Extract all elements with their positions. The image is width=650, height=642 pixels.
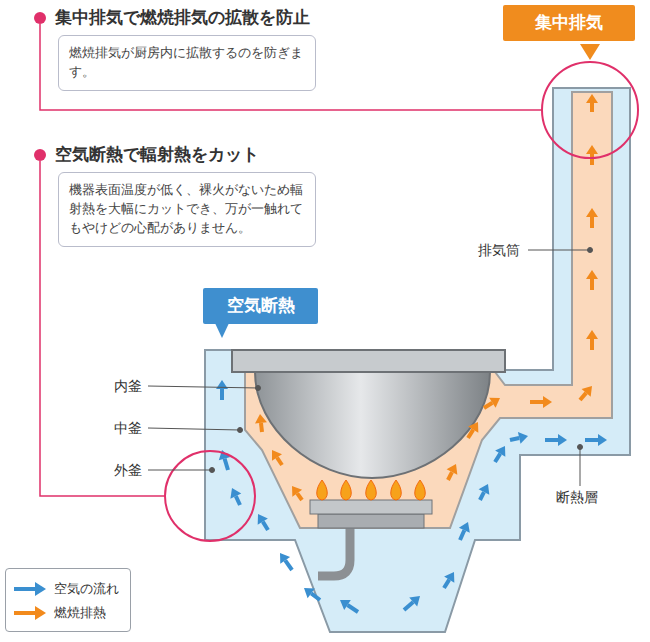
flow-arrowhead <box>479 484 490 495</box>
outer-shell <box>205 88 630 632</box>
flow-arrowhead <box>518 432 528 444</box>
legend-arrow <box>14 611 36 615</box>
flow-arrow <box>545 438 558 442</box>
flow-arrow <box>530 400 543 404</box>
gas-pipe <box>318 528 350 576</box>
flow-arrow <box>480 492 484 500</box>
flow-arrowhead <box>292 486 302 497</box>
flow-arrowhead <box>409 596 420 606</box>
flow-arrow <box>236 496 240 505</box>
flow-arrowhead <box>558 434 567 446</box>
callout-box: 空気断熱 <box>203 288 318 324</box>
flames <box>317 480 426 500</box>
flame <box>317 480 328 500</box>
callout-pointer <box>580 44 600 60</box>
flow-arrowhead <box>444 572 454 583</box>
flow-arrowhead <box>586 145 598 154</box>
flow-arrowhead <box>447 464 458 475</box>
callout-label: 集中排気 <box>503 5 635 41</box>
flow-arrow <box>261 423 262 432</box>
highlight-circle <box>542 62 638 158</box>
callout-box: 集中排気 <box>503 5 635 41</box>
flow-arrowhead <box>272 450 282 461</box>
burner-base <box>318 514 424 528</box>
flow-arrow <box>263 522 268 530</box>
flow-arrow <box>510 438 519 440</box>
flow-arrowhead <box>586 94 598 103</box>
flow-arrowhead <box>598 434 607 446</box>
highlight-circle <box>165 451 255 541</box>
feature-heading: 空気断熱で輻射熱をカット <box>38 143 316 167</box>
flow-arrow <box>225 459 228 470</box>
flow-arrowhead <box>255 414 267 424</box>
flow-arrowhead <box>230 488 241 499</box>
feature-panel: 空気断熱で輻射熱をカット機器表面温度が低く、裸火がないため輻射熱を大幅にカットで… <box>38 143 316 247</box>
flow-arrow <box>590 279 594 290</box>
flow-arrowhead <box>489 398 500 408</box>
flow-arrowhead <box>258 514 268 525</box>
flame <box>415 480 426 500</box>
flow-arrowhead <box>543 396 552 408</box>
bullet-dot <box>34 12 46 24</box>
callout-label: 空気断熱 <box>203 288 318 324</box>
flow-arrowhead <box>468 422 478 433</box>
flow-arrow <box>311 593 320 600</box>
flow-arrow <box>448 472 452 480</box>
flow-arrowhead <box>495 446 505 457</box>
flow-arrowhead <box>340 600 351 610</box>
flow-arrow <box>347 605 358 612</box>
highlight-leader <box>40 24 542 110</box>
feature-heading: 集中排気で燃焼排気の拡散を防止 <box>38 6 316 30</box>
flow-arrow <box>580 393 586 400</box>
bullet-dot <box>34 149 46 161</box>
legend-arrowhead <box>35 582 46 596</box>
flow-arrowhead <box>586 270 598 279</box>
flow-arrowhead <box>582 386 592 397</box>
legend-box: 空気の流れ燃焼排熱 <box>5 568 131 632</box>
flow-arrowhead <box>586 208 598 217</box>
flow-arrowhead <box>586 330 598 339</box>
flow-arrow <box>285 560 292 570</box>
flow-arrow <box>495 454 500 462</box>
pot-rim <box>232 350 505 372</box>
part-label: 断熱層 <box>556 488 598 506</box>
flow-arrowhead <box>280 553 290 564</box>
label-leaders <box>148 248 593 487</box>
flame <box>341 480 352 500</box>
flow-arrowhead <box>459 522 470 533</box>
inner-pot <box>255 372 490 478</box>
flow-arrow <box>590 217 594 228</box>
legend-label: 空気の流れ <box>54 580 119 598</box>
flow-arrow <box>277 457 282 465</box>
flow-arrow <box>444 580 449 588</box>
flow-arrow <box>590 154 594 165</box>
flow-arrowhead <box>304 588 315 598</box>
flow-arrow <box>404 602 413 610</box>
flow-arrow <box>590 103 594 112</box>
flow-arrow <box>460 530 464 540</box>
part-label: 排気筒 <box>478 241 520 259</box>
flow-arrow <box>585 438 598 442</box>
flow-arrow <box>297 493 302 500</box>
flow-arrow <box>468 430 473 438</box>
part-label: 外釜 <box>114 461 142 479</box>
legend-arrow <box>14 587 36 591</box>
part-label: 中釜 <box>114 419 142 437</box>
legend-samples <box>6 569 132 633</box>
flow-arrow <box>590 339 594 350</box>
flow-arrow <box>220 389 224 400</box>
flame <box>366 480 377 500</box>
flow-arrow <box>484 403 492 408</box>
feature-panel: 集中排気で燃焼排気の拡散を防止燃焼排気が厨房内に拡散するのを防ぎます。 <box>38 6 316 91</box>
feature-description: 燃焼排気が厨房内に拡散するのを防ぎます。 <box>58 35 316 91</box>
legend-label: 燃焼排熱 <box>54 604 106 622</box>
feature-description: 機器表面温度が低く、裸火がないため輻射熱を大幅にカットでき、万が一触れてもやけど… <box>58 172 316 247</box>
flame <box>391 480 402 500</box>
part-label: 内釜 <box>114 377 142 395</box>
burner-head <box>310 500 432 514</box>
legend-arrowhead <box>35 606 46 620</box>
